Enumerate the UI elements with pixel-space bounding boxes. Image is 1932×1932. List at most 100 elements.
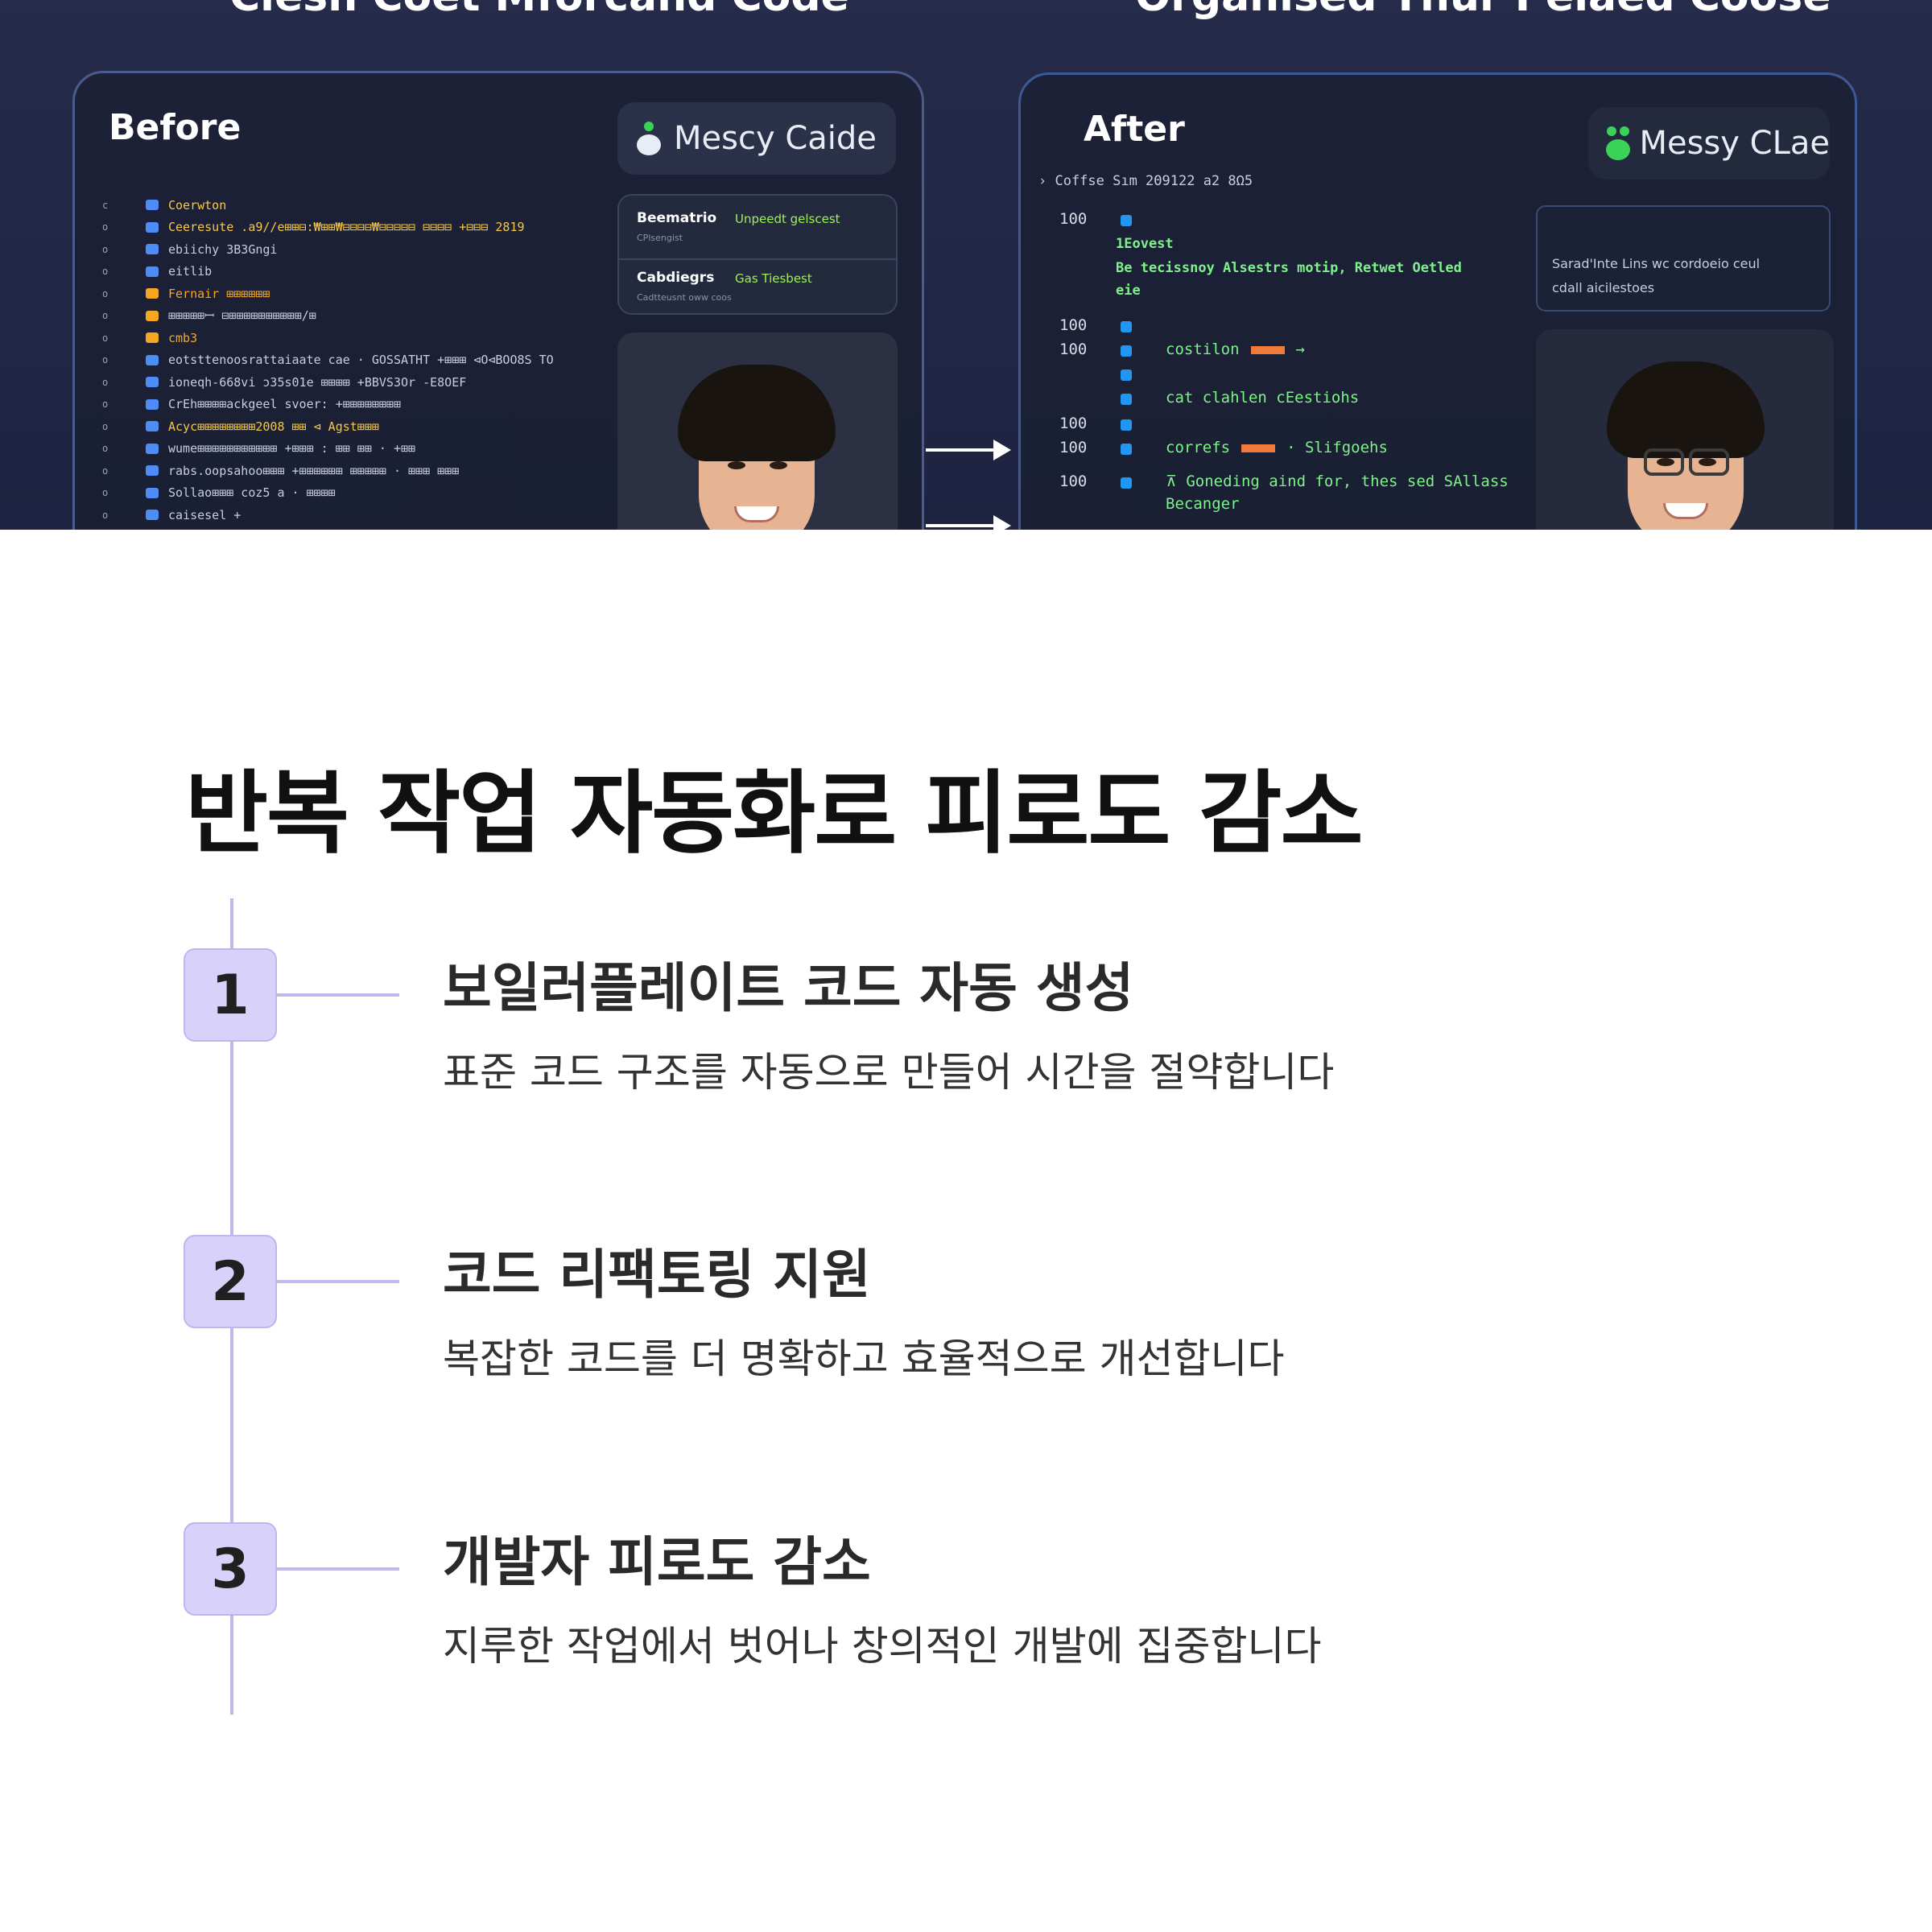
code-text: cmb3 (168, 330, 198, 345)
info-key: Beematrio (637, 210, 717, 226)
line-number: o (102, 509, 109, 521)
code-text: rabs.oopsahoo⊞⊞⊞ +⊞⊞⊞⊞⊞⊞ ⊞⊞⊞⊞⊞ · ⊞⊞⊞ ⊞⊞⊞ (168, 463, 460, 478)
code-text: wume⊞⊞⊞⊞⊞⊞⊞⊞⊞⊞⊞ +⊞⊞⊞ : ⊞⊞ ⊞⊞ · +⊞⊞ (168, 441, 416, 456)
glasses-icon (1644, 448, 1684, 476)
bullet-icon (1121, 345, 1132, 357)
code-text: ioneqh-668vi ɔ35s01e ⊞⊞⊞⊞ +BBVS3Or -E8OE… (168, 374, 467, 390)
info-sub: CPlsengist (637, 233, 683, 243)
line-number: o (102, 398, 109, 411)
line-number: o (102, 243, 109, 255)
line-number: c (102, 199, 109, 211)
note-line: Sarad'Inte Lins wc cordoeio ceul (1552, 256, 1761, 271)
file-icon (146, 221, 159, 233)
line-number: o (102, 464, 109, 477)
face-illustration (678, 365, 836, 530)
code-text: 1Eovest (1116, 236, 1174, 252)
code-line: o cmb3 (102, 327, 617, 349)
file-icon (146, 487, 159, 498)
face-illustration (1607, 361, 1765, 530)
file-icon (146, 200, 159, 211)
file-icon (146, 288, 159, 299)
code-line: o CrEh⊞⊞⊞⊞ackgeel svoer: +⊞⊞⊞⊞⊞⊞⊞⊞ (102, 394, 617, 416)
file-icon (146, 443, 159, 454)
step-title: 개발자 피로도 감소 (443, 1531, 871, 1593)
step-title: 보일러플레이트 코드 자동 생성 (443, 957, 1134, 1019)
file-icon (146, 332, 159, 344)
file-icon (146, 421, 159, 432)
code-text: costilon→ (1166, 341, 1305, 358)
line-number: 100 (1059, 210, 1088, 228)
breadcrumb: › Coffse Sım 2Θ9122 a2 8Ω5 (1038, 173, 1253, 189)
code-text: Acyc⊞⊞⊞⊞⊞⊞⊞⊞2008 ⊞⊞ ⊲ Agst⊞⊞⊞ (168, 419, 379, 434)
code-line: o⊞⊞⊞⊞⊞ꟷ ⊟⊞⊞⊞⊞⊞⊞⊞⊞⊞⊞/⊞ (102, 305, 617, 328)
file-icon (146, 510, 159, 521)
arrow-right-icon (926, 440, 1013, 460)
line-number: o (102, 487, 109, 499)
line-number: o (102, 420, 109, 432)
code-text: ⊞⊞⊞⊞⊞ꟷ ⊟⊞⊞⊞⊞⊞⊞⊞⊞⊞⊞/⊞ (168, 308, 316, 324)
bullet-icon (1121, 394, 1132, 405)
line-number: 100 (1059, 316, 1088, 334)
info-value: Unpeedt gelscest (735, 212, 840, 226)
code-line: o rabs.oopsahoo⊞⊞⊞ +⊞⊞⊞⊞⊞⊞ ⊞⊞⊞⊞⊞ · ⊞⊞⊞ ⊞⊞… (102, 460, 617, 482)
code-line: o caisesel + (102, 504, 617, 526)
code-text: Fernair ⊞⊞⊞⊞⊞⊞ (168, 286, 270, 301)
bullet-icon (1121, 419, 1132, 431)
after-title: After (1084, 109, 1185, 150)
bullet-icon (1121, 321, 1132, 332)
info-key: Cabdiegrs (637, 270, 715, 286)
step-connector (277, 1280, 399, 1283)
line-number: 100 (1059, 473, 1088, 490)
after-panel: After Messy CLae › Coffse Sım 2Θ9122 a2 … (1018, 72, 1857, 530)
developer-portrait-before (617, 332, 898, 530)
line-number: o (102, 376, 109, 388)
file-icon (146, 310, 159, 321)
info-value: Gas Tiesbest (735, 271, 812, 286)
after-badge: Messy CLae (1588, 107, 1830, 180)
after-note-card: Sarad'Inte Lins wc cordoeio ceul cdall a… (1536, 205, 1831, 312)
line-number: o (102, 332, 109, 344)
step-description: 지루한 작업에서 벗어나 창의적인 개발에 집중합니다 (443, 1623, 1322, 1670)
line-number: 100 (1059, 439, 1088, 456)
info-row: Cabdiegrs Gas Tiesbest Cadtteusnt oww co… (637, 270, 878, 303)
info-row: Beematrio Unpeedt gelscest CPlsengist (637, 210, 878, 243)
note-line: cdall aicilestoes (1552, 280, 1655, 295)
bullet-icon (1121, 477, 1132, 489)
code-text: eitlib (168, 264, 213, 279)
code-text: caisesel + (168, 507, 242, 522)
line-number: o (102, 443, 109, 455)
file-icon (146, 398, 159, 410)
file-icon (146, 354, 159, 365)
code-line: o wume⊞⊞⊞⊞⊞⊞⊞⊞⊞⊞⊞ +⊞⊞⊞ : ⊞⊞ ⊞⊞ · +⊞⊞ (102, 438, 617, 460)
before-info-card: Beematrio Unpeedt gelscest CPlsengist Ca… (617, 194, 898, 315)
step-item: 3 개발자 피로도 감소 지루한 작업에서 벗어나 창의적인 개발에 집중합니다 (0, 1519, 1932, 1680)
step-description: 표준 코드 구조를 자동으로 만들어 시간을 절약합니다 (443, 1049, 1335, 1096)
highlight-bar (1241, 444, 1276, 452)
code-text: ⊼ Goneding aind for, thes sed SAllass (1166, 473, 1509, 490)
code-text: eie (1116, 283, 1141, 299)
step-connector (277, 1567, 399, 1571)
code-text: CrEh⊞⊞⊞⊞ackgeel svoer: +⊞⊞⊞⊞⊞⊞⊞⊞ (168, 397, 401, 412)
step-connector (277, 993, 399, 997)
bug-icon (635, 122, 663, 155)
code-text: Ceeresute .a9//e⊞⊞⊟:₩⊞⊞₩⊟⊟⊟⊟₩⊟⊟⊟⊟⊟ ⊟⊟⊟⊟ … (168, 220, 525, 235)
glasses-icon (1689, 448, 1729, 476)
hero-illustration: Clesn Coet Mforcand Code Organised Thur … (0, 0, 1932, 530)
code-line: o ioneqh-668vi ɔ35s01e ⊞⊞⊞⊞ +BBVS3Or -E8O… (102, 371, 617, 394)
file-icon (146, 465, 159, 477)
code-text: → (1295, 341, 1305, 358)
step-number-badge: 1 (184, 948, 277, 1042)
arrow-right-icon (926, 515, 1013, 530)
step-number-badge: 3 (184, 1522, 277, 1616)
file-icon (146, 377, 159, 388)
step-item: 2 코드 리팩토링 지원 복잡한 코드를 더 명확하고 효율적으로 개선합니다 (0, 1232, 1932, 1393)
file-icon (146, 244, 159, 255)
